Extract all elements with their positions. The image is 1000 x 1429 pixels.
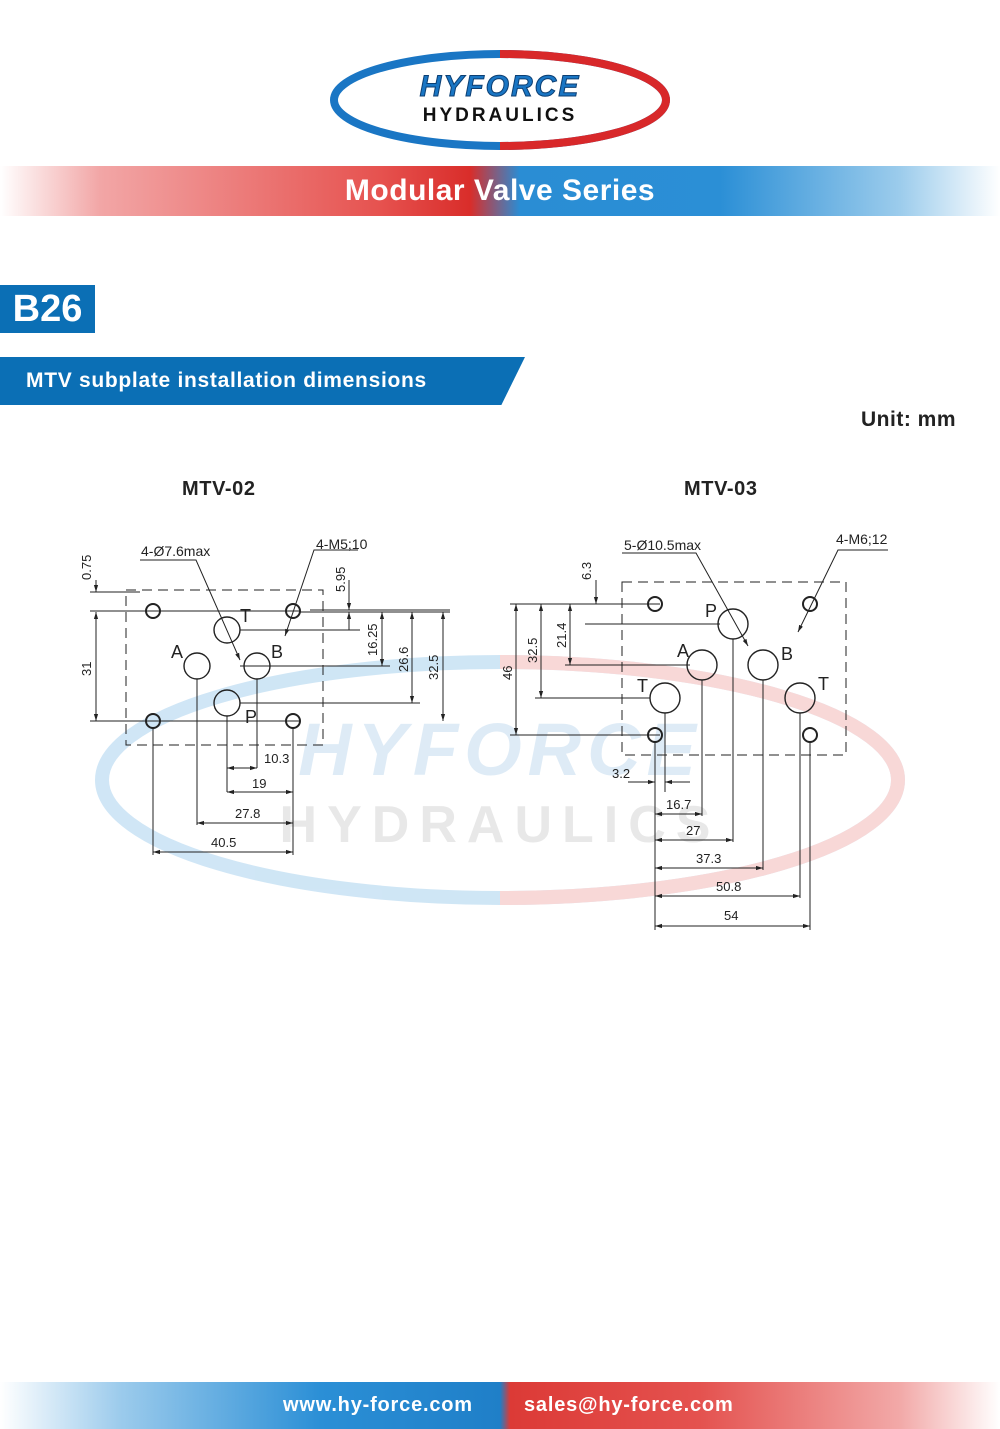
footer-email-link[interactable]: sales@hy-force.com bbox=[524, 1394, 734, 1416]
mtv03-dim-27: 27 bbox=[686, 823, 700, 838]
mtv03-threads-callout: 4-M6;12 bbox=[836, 531, 888, 547]
mtv02-label-a: A bbox=[171, 642, 183, 662]
watermark: HYFORCE HYDRAULICS bbox=[95, 655, 906, 905]
watermark-line1: HYFORCE bbox=[298, 708, 702, 791]
mtv03-outline bbox=[621, 581, 847, 756]
mtv03-label-t2: T bbox=[818, 674, 829, 694]
mtv02-dim-16-25: 16.25 bbox=[365, 623, 380, 656]
mtv02-threads-callout: 4-M5;10 bbox=[316, 536, 368, 552]
mtv03-port-p bbox=[717, 608, 749, 640]
mtv03-dim-6-3: 6.3 bbox=[579, 562, 594, 580]
mtv02-dim-19: 19 bbox=[252, 776, 266, 791]
mtv02-label-b: B bbox=[271, 642, 283, 662]
mtv03-dim-54: 54 bbox=[724, 908, 738, 923]
mtv03-title: MTV-03 bbox=[684, 478, 758, 500]
mtv03-dim-46: 46 bbox=[500, 666, 515, 680]
mtv03-dim-32-5: 32.5 bbox=[525, 638, 540, 663]
mtv03-mount-hole bbox=[802, 596, 818, 612]
mtv03-label-a: A bbox=[677, 641, 689, 661]
mtv02-title: MTV-02 bbox=[182, 478, 256, 500]
mtv03-dim-16-7: 16.7 bbox=[666, 797, 691, 812]
mtv03-dim-50-8: 50.8 bbox=[716, 879, 741, 894]
mtv02-holes-callout: 4-Ø7.6max bbox=[141, 543, 210, 559]
footer-website-link[interactable]: www.hy-force.com bbox=[283, 1394, 473, 1416]
mtv03-label-p: P bbox=[705, 601, 717, 621]
section-code-badge: B26 bbox=[0, 285, 95, 333]
mtv02-dim-31: 31 bbox=[79, 662, 94, 676]
mtv03-dim-3-2: 3.2 bbox=[612, 766, 630, 781]
mtv03-label-t1: T bbox=[637, 676, 648, 696]
watermark-line2: HYDRAULICS bbox=[280, 796, 721, 854]
mtv02-dim-10-3: 10.3 bbox=[264, 751, 289, 766]
mtv02-dim-32-5: 32.5 bbox=[426, 655, 441, 680]
mtv02-port-a bbox=[183, 652, 211, 680]
mtv03-mount-hole bbox=[802, 727, 818, 743]
mtv02-dim-27-8: 27.8 bbox=[235, 806, 260, 821]
mtv02-outline bbox=[125, 589, 324, 746]
mtv02-dim-5-95: 5.95 bbox=[333, 567, 348, 592]
mtv02-label-t: T bbox=[240, 606, 251, 626]
mtv02-label-p: P bbox=[245, 707, 257, 727]
mtv02-dim-40-5: 40.5 bbox=[211, 835, 236, 850]
mtv03-holes-callout: 5-Ø10.5max bbox=[624, 537, 701, 553]
mtv02-dim-26-6: 26.6 bbox=[396, 647, 411, 672]
logo-line1: HYFORCE bbox=[420, 70, 581, 103]
unit-label: Unit: mm bbox=[861, 408, 956, 431]
subplate-drawings: HYFORCE HYDRAULICS bbox=[79, 531, 906, 930]
hyforce-logo: HYFORCE HYDRAULICS bbox=[330, 50, 670, 150]
section-title: MTV subplate installation dimensions bbox=[26, 369, 427, 392]
logo-line2: HYDRAULICS bbox=[423, 105, 578, 126]
series-title: Modular Valve Series bbox=[344, 174, 656, 207]
mtv03-port-b bbox=[747, 649, 779, 681]
section-title-banner bbox=[0, 357, 525, 405]
mtv03-dim-21-4: 21.4 bbox=[554, 623, 569, 648]
mtv03-dim-37-3: 37.3 bbox=[696, 851, 721, 866]
mtv03-label-b: B bbox=[781, 644, 793, 664]
mtv02-dim-0-75: 0.75 bbox=[79, 555, 94, 580]
footer-banner bbox=[0, 1382, 1000, 1429]
series-banner bbox=[0, 166, 1000, 216]
